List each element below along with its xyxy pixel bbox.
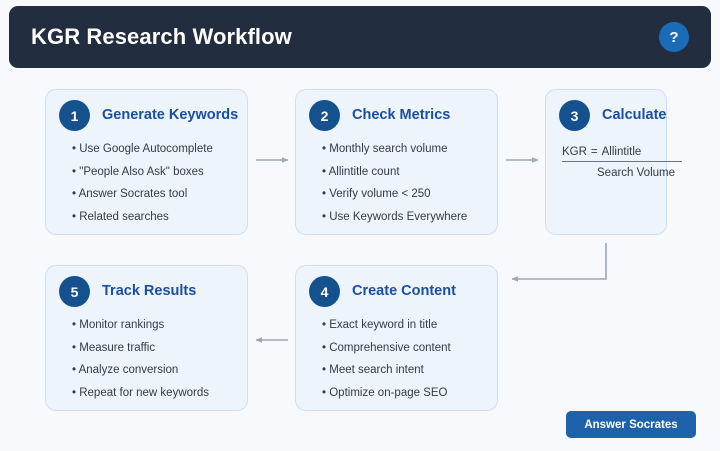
formula-numerator-row: KGR=Allintitle <box>562 146 720 161</box>
kgr-formula: KGR=Allintitle Search Volume <box>562 146 720 179</box>
step-badge: 5 <box>59 276 90 307</box>
formula-left-term: KGR <box>562 146 587 158</box>
card-title: Calculate <box>602 107 667 123</box>
list-item: Monthly search volume <box>322 138 489 161</box>
card-bullet-list: Monthly search volume Allintitle count V… <box>322 138 489 228</box>
answer-socrates-button[interactable]: Answer Socrates <box>566 411 696 438</box>
list-item: "People Also Ask" boxes <box>72 161 239 184</box>
list-item: Verify volume < 250 <box>322 183 489 206</box>
card-header: 2 Check Metrics <box>296 90 497 131</box>
card-bullet-list: Use Google Autocomplete "People Also Ask… <box>72 138 239 228</box>
list-item: Related searches <box>72 206 239 229</box>
list-item: Meet search intent <box>322 359 489 382</box>
formula-equals-sign: = <box>590 146 598 158</box>
step-card-check-metrics[interactable]: 2 Check Metrics Monthly search volume Al… <box>295 89 498 235</box>
page-title: KGR Research Workflow <box>31 24 292 49</box>
list-item: Use Keywords Everywhere <box>322 206 489 229</box>
list-item: Measure traffic <box>72 337 239 360</box>
connector-3-to-4 <box>511 243 607 282</box>
list-item: Comprehensive content <box>322 337 489 360</box>
card-header: 5 Track Results <box>46 266 247 307</box>
formula-numerator: Allintitle <box>601 146 642 158</box>
list-item: Allintitle count <box>322 161 489 184</box>
card-title: Check Metrics <box>352 107 451 123</box>
step-badge: 4 <box>309 276 340 307</box>
step-badge: 3 <box>559 100 590 131</box>
step-badge: 2 <box>309 100 340 131</box>
step-card-calculate[interactable]: 3 Calculate KGR=Allintitle Search Volume <box>545 89 682 235</box>
card-bullet-list: Monitor rankings Measure traffic Analyze… <box>72 314 239 404</box>
list-item: Monitor rankings <box>72 314 239 337</box>
list-item: Repeat for new keywords <box>72 382 239 405</box>
card-header: 3 Calculate <box>546 90 667 131</box>
step-badge: 1 <box>59 100 90 131</box>
list-item: Use Google Autocomplete <box>72 138 239 161</box>
card-header: 4 Create Content <box>296 266 497 307</box>
card-title: Track Results <box>102 283 197 299</box>
card-bullet-list: Exact keyword in title Comprehensive con… <box>322 314 489 404</box>
card-title: Generate Keywords <box>102 107 239 123</box>
card-header: 1 Generate Keywords <box>46 90 247 131</box>
list-item: Optimize on-page SEO <box>322 382 489 405</box>
step-card-create-content[interactable]: 4 Create Content Exact keyword in title … <box>295 265 498 411</box>
card-title: Create Content <box>352 283 456 299</box>
help-icon[interactable]: ? <box>659 22 689 52</box>
step-card-generate-keywords[interactable]: 1 Generate Keywords Use Google Autocompl… <box>45 89 248 235</box>
header-bar: KGR Research Workflow ? <box>9 6 711 68</box>
formula-division-rule <box>562 161 682 162</box>
list-item: Analyze conversion <box>72 359 239 382</box>
step-card-track-results[interactable]: 5 Track Results Monitor rankings Measure… <box>45 265 248 411</box>
list-item: Exact keyword in title <box>322 314 489 337</box>
list-item: Answer Socrates tool <box>72 183 239 206</box>
formula-denominator: Search Volume <box>597 167 675 179</box>
